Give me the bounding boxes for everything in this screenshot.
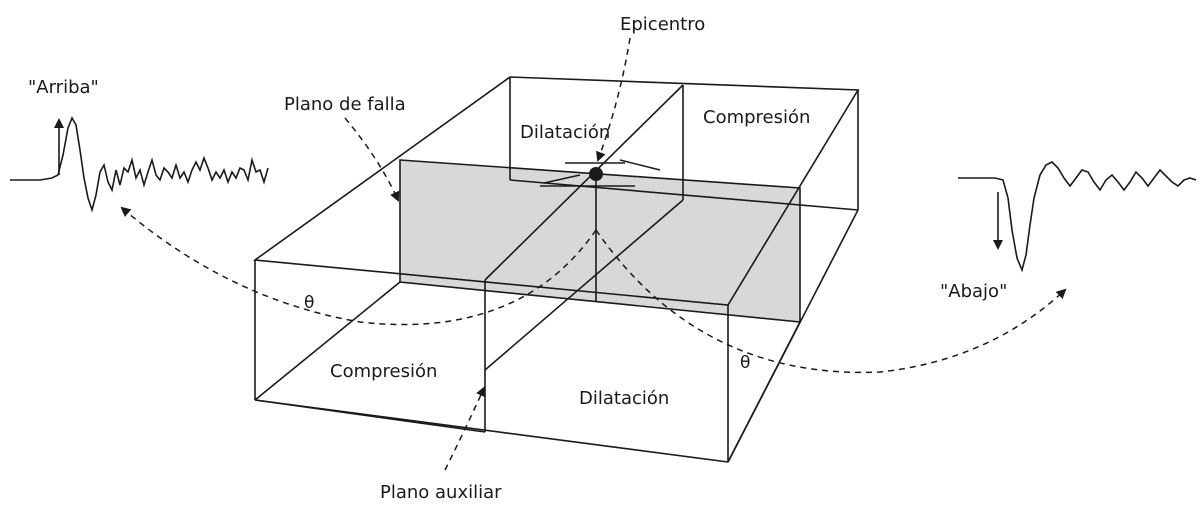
seismogram-abajo <box>958 161 1197 273</box>
label-arriba: "Arriba" <box>28 77 99 98</box>
block-outline <box>252 76 860 463</box>
waveform-abajo <box>958 161 1197 273</box>
plano-auxiliar-arrow <box>444 386 486 471</box>
ray-paths <box>120 37 1067 471</box>
slip-arrows <box>540 159 661 187</box>
label-theta-left: θ <box>304 293 314 313</box>
seismogram-arriba <box>10 116 269 213</box>
ray-path-left <box>120 206 597 326</box>
label-epicentro: Epicentro <box>620 14 705 35</box>
label-dilatacion-front: Dilatación <box>579 388 669 409</box>
label-compresion-top: Compresión <box>703 107 810 128</box>
label-theta-right: θ <box>740 353 750 373</box>
label-plano-auxiliar: Plano auxiliar <box>380 482 502 503</box>
epicenter-dot-icon <box>589 167 603 181</box>
waveform-arriba <box>10 116 269 213</box>
label-abajo: "Abajo" <box>940 281 1007 302</box>
fault-plane-lines <box>254 84 801 463</box>
plano-falla-arrow <box>344 117 400 202</box>
fault-plane-shade <box>400 160 800 322</box>
label-plano-falla: Plano de falla <box>284 94 406 115</box>
label-compresion-front: Compresión <box>330 361 437 382</box>
ray-path-right <box>595 229 1067 374</box>
epicentro-arrow <box>596 37 631 162</box>
label-dilatacion-top: Dilatación <box>520 122 610 143</box>
